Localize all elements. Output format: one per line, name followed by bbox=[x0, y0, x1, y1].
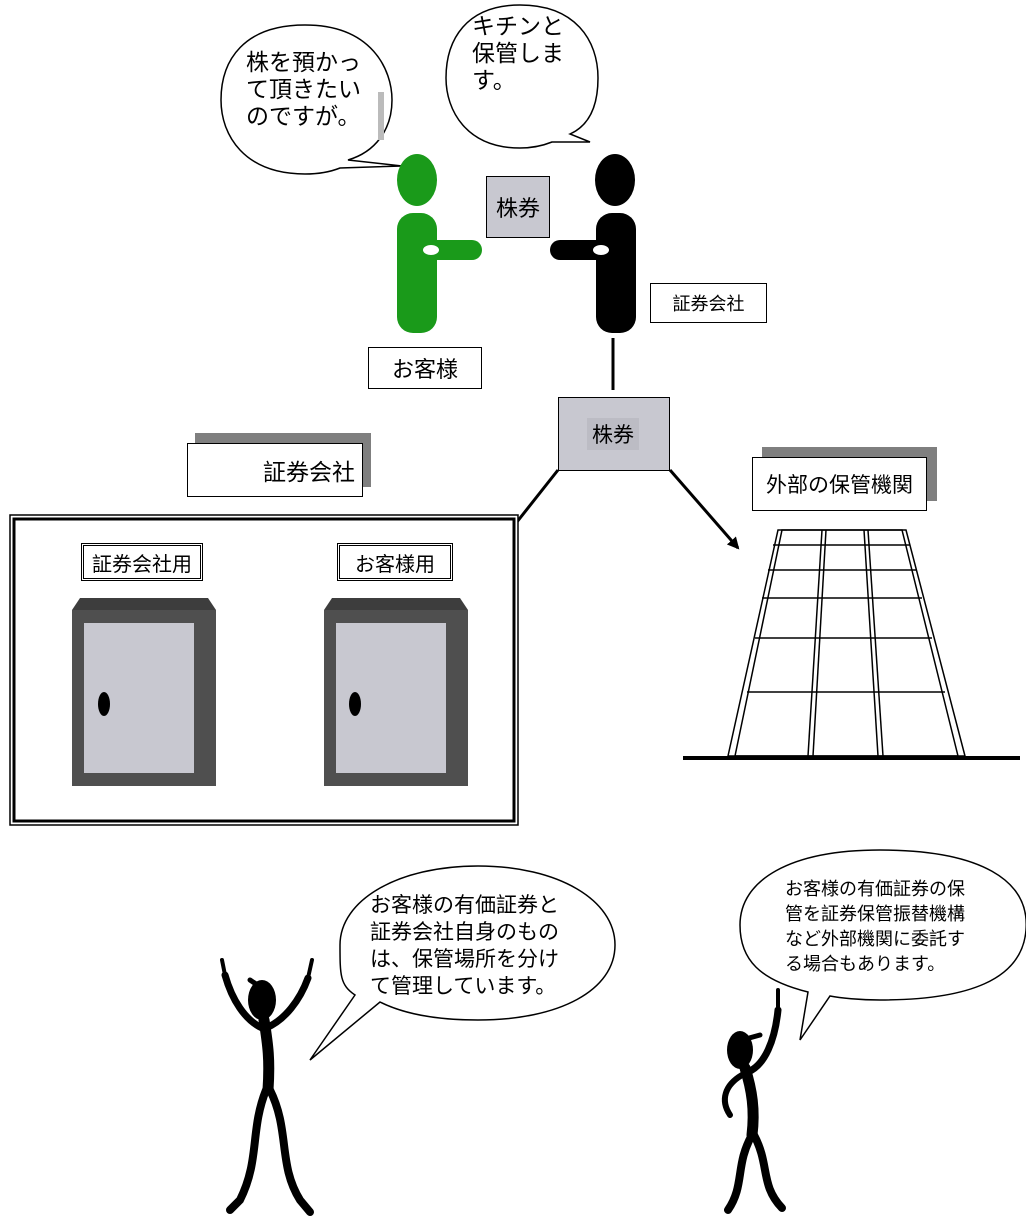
bubble-text-separation-note: お客様の有価証券と 証券会社自身のもの は、保管場所を分け て管理しています。 bbox=[370, 893, 559, 998]
arrow-to-custodian bbox=[668, 469, 740, 550]
cheering-person-icon bbox=[220, 958, 314, 1216]
firm-safe-label-text: 証券会社用 bbox=[92, 551, 192, 576]
certificate-box-center: 株券 bbox=[558, 397, 670, 471]
vault-title-label: 証券会社 bbox=[187, 433, 372, 497]
safe-icon-firm bbox=[72, 598, 216, 786]
external-custodian-text: 外部の保管機関 bbox=[766, 473, 913, 497]
building-icon bbox=[727, 529, 966, 757]
green-person-icon bbox=[397, 154, 482, 333]
external-custodian-label: 外部の保管機関 bbox=[752, 447, 938, 511]
speech-bubble-separation bbox=[309, 865, 616, 1061]
vault-title-text: 証券会社 bbox=[263, 460, 355, 486]
customer-label-text: お客様 bbox=[391, 358, 458, 383]
black-person-icon bbox=[550, 154, 636, 333]
safe-icon-customer bbox=[324, 598, 468, 786]
firm-safe-label: 証券会社用 bbox=[81, 543, 203, 581]
bubble-text-external-note: お客様の有価証券の保 管を証券保管振替機構 など外部機関に委託す る場合もありま… bbox=[785, 879, 965, 975]
cheering-person-icon bbox=[721, 988, 786, 1214]
customer-label: お客様 bbox=[368, 347, 482, 389]
customer-safe-label-text: お客様用 bbox=[355, 551, 435, 576]
certificate-label: 株券 bbox=[495, 197, 540, 222]
certificate-box-handoff: 株券 bbox=[486, 176, 550, 238]
speech-bubble-external bbox=[739, 849, 1026, 1041]
certificate-center-label: 株券 bbox=[587, 418, 639, 450]
speech-bubble-customer bbox=[220, 24, 403, 175]
customer-safe-label: お客様用 bbox=[337, 543, 453, 581]
bubble-text-customer-request: 株を預かっ て頂きたい のですが。 bbox=[246, 50, 361, 130]
bubble-text-firm-reply: キチンと 保管しま す。 bbox=[472, 14, 564, 94]
speech-bubble-firm bbox=[445, 4, 599, 149]
firm-label-text: 証券会社 bbox=[672, 294, 745, 315]
firm-label: 証券会社 bbox=[650, 283, 767, 323]
